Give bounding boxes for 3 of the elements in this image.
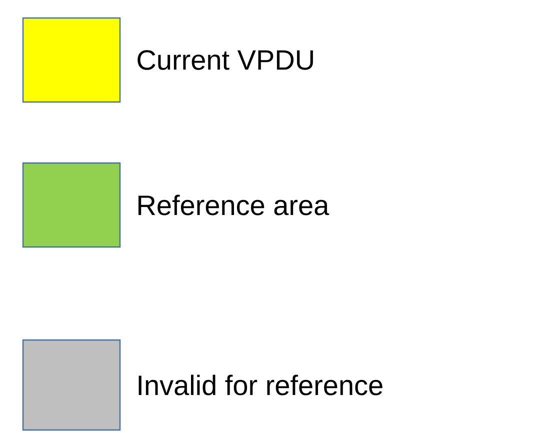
legend-label: Current VPDU [138,50,313,70]
legend-label: Invalid for reference [138,374,382,396]
legend-label: Reference area [138,194,330,216]
